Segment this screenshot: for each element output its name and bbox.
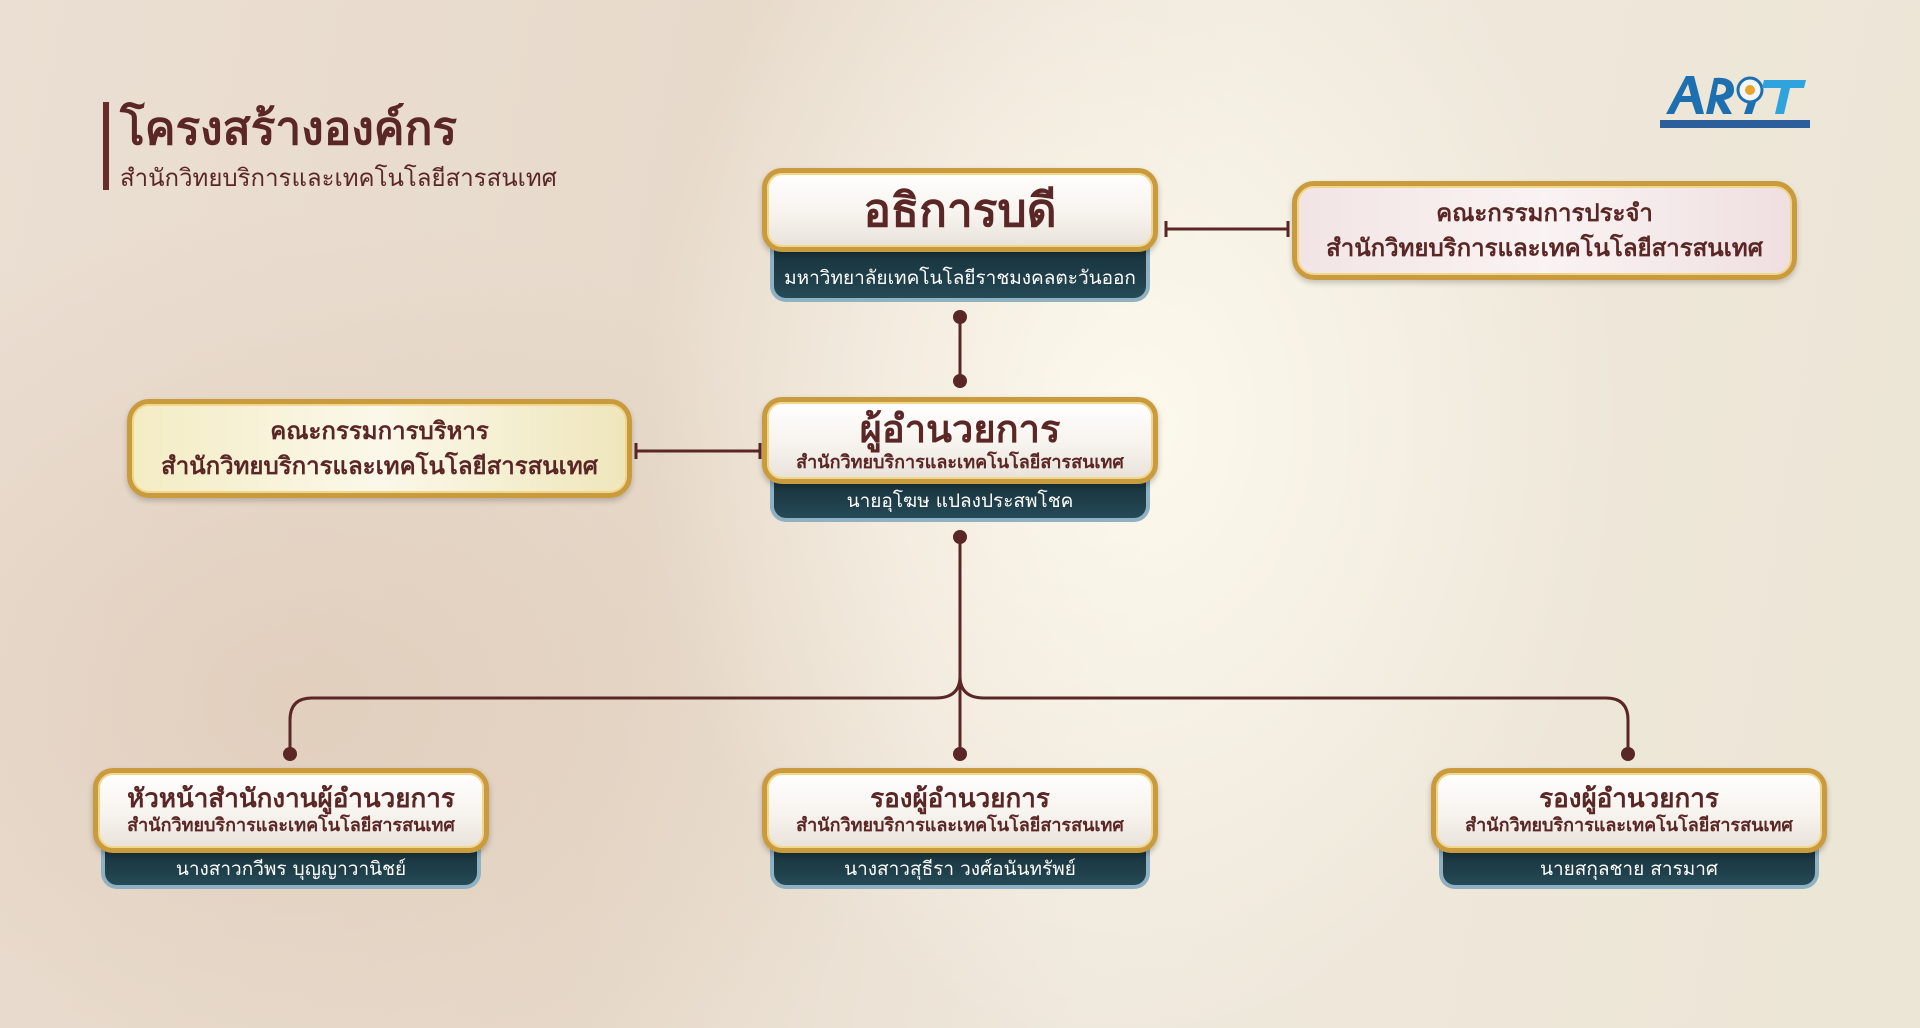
president-title: อธิการบดี bbox=[863, 182, 1057, 237]
executive-committee-line1: คณะกรรมการบริหาร bbox=[270, 416, 489, 445]
executive-committee-line2: สำนักวิทยบริการและเทคโนโลยีสารสนเทศ bbox=[161, 451, 598, 480]
office-head-title: หัวหน้าสำนักงานผู้อำนวยการ bbox=[127, 783, 455, 814]
page-title: โครงสร้างองค์กร bbox=[120, 101, 458, 155]
executive-committee-box: คณะกรรมการบริหาร สำนักวิทยบริการและเทคโน… bbox=[127, 399, 632, 498]
arit-logo-icon bbox=[1660, 68, 1810, 134]
arit-logo-graphic bbox=[1666, 76, 1806, 114]
director-title: ผู้อำนวยการ bbox=[859, 406, 1061, 451]
deputy-director-subtitle-1: สำนักวิทยบริการและเทคโนโลยีสารสนเทศ bbox=[796, 814, 1124, 836]
director-node: ผู้อำนวยการ สำนักวิทยบริการและเทคโนโลยีส… bbox=[762, 397, 1158, 522]
deputy-director-title-2: รองผู้อำนวยการ bbox=[1539, 783, 1719, 814]
director-card: ผู้อำนวยการ สำนักวิทยบริการและเทคโนโลยีส… bbox=[762, 397, 1158, 484]
standing-committee-box: คณะกรรมการประจำ สำนักวิทยบริการและเทคโนโ… bbox=[1292, 181, 1797, 280]
president-node: อธิการบดี มหาวิทยาลัยเทคโนโลยีราชมงคลตะว… bbox=[762, 168, 1158, 302]
deputy-director-node-1: รองผู้อำนวยการ สำนักวิทยบริการและเทคโนโล… bbox=[762, 768, 1158, 889]
deputy-director-subtitle-2: สำนักวิทยบริการและเทคโนโลยีสารสนเทศ bbox=[1465, 814, 1793, 836]
office-head-node: หัวหน้าสำนักงานผู้อำนวยการ สำนักวิทยบริก… bbox=[93, 768, 489, 889]
president-card: อธิการบดี bbox=[762, 168, 1158, 252]
deputy-director-node-2: รองผู้อำนวยการ สำนักวิทยบริการและเทคโนโล… bbox=[1431, 768, 1827, 889]
deputy-director-card-2: รองผู้อำนวยการ สำนักวิทยบริการและเทคโนโล… bbox=[1431, 768, 1827, 853]
standing-committee-line2: สำนักวิทยบริการและเทคโนโลยีสารสนเทศ bbox=[1326, 233, 1763, 262]
page-subtitle: สำนักวิทยบริการและเทคโนโลยีสารสนเทศ bbox=[120, 164, 557, 192]
office-head-subtitle: สำนักวิทยบริการและเทคโนโลยีสารสนเทศ bbox=[127, 814, 455, 836]
title-accent-bar bbox=[103, 102, 109, 190]
director-subtitle: สำนักวิทยบริการและเทคโนโลยีสารสนเทศ bbox=[796, 451, 1124, 473]
deputy-director-title-1: รองผู้อำนวยการ bbox=[870, 783, 1050, 814]
office-head-card: หัวหน้าสำนักงานผู้อำนวยการ สำนักวิทยบริก… bbox=[93, 768, 489, 853]
standing-committee-line1: คณะกรรมการประจำ bbox=[1436, 198, 1653, 227]
deputy-director-card-1: รองผู้อำนวยการ สำนักวิทยบริการและเทคโนโล… bbox=[762, 768, 1158, 853]
